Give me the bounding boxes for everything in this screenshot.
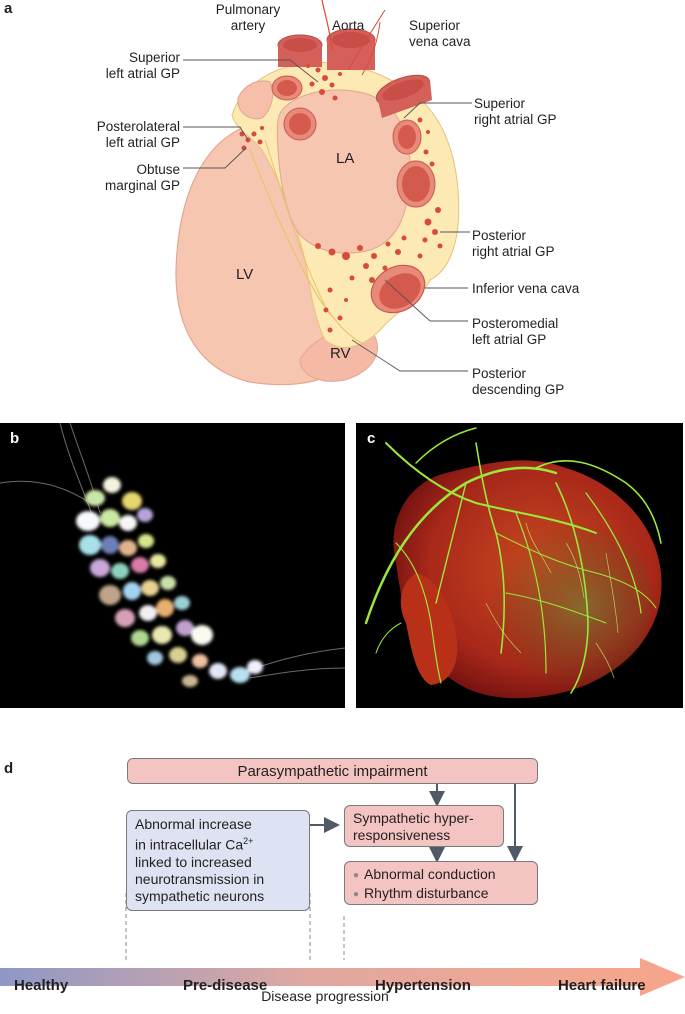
superior-left-atrial-gp-label: Superior left atrial GP bbox=[105, 50, 180, 81]
panel-letter-d: d bbox=[4, 760, 14, 777]
disease-progression-label: Disease progression bbox=[261, 988, 389, 1004]
la-label: LA bbox=[336, 150, 355, 167]
sympathetic-hyperresponsiveness-box: Sympathetic hyper- responsiveness bbox=[344, 805, 504, 847]
stage-heart-failure: Heart failure bbox=[558, 977, 646, 994]
conduction-box: Abnormal conduction Rhythm disturbance bbox=[344, 861, 538, 905]
rhythm-disturbance-item: Rhythm disturbance bbox=[353, 885, 529, 904]
parasympathetic-impairment-box: Parasympathetic impairment bbox=[127, 758, 538, 784]
posterior-right-atrial-gp-label: Posterior right atrial GP bbox=[472, 228, 555, 259]
superior-right-atrial-gp-label: Superior right atrial GP bbox=[474, 96, 557, 127]
rv-label: RV bbox=[330, 345, 351, 362]
flowchart-connectors bbox=[125, 783, 523, 960]
posterolateral-left-atrial-gp-label: Posterolateral left atrial GP bbox=[96, 119, 180, 150]
inferior-vena-cava-label: Inferior vena cava bbox=[472, 281, 580, 296]
disease-progression-arrow bbox=[0, 958, 685, 996]
stage-pre-disease: Pre-disease bbox=[183, 977, 268, 994]
pulmonary-artery-label: Pulmonary artery bbox=[215, 2, 281, 33]
calcium-increase-box: Abnormal increase in intracellular Ca2+ … bbox=[126, 810, 310, 911]
panel-letter-b: b bbox=[10, 430, 20, 447]
obtuse-marginal-gp-label: Obtuse marginal GP bbox=[104, 162, 180, 193]
heart-innervation-image bbox=[356, 423, 683, 708]
panel-letter-c: c bbox=[367, 430, 376, 447]
superior-vena-cava-label: Superior vena cava bbox=[409, 18, 471, 49]
posteromedial-left-atrial-gp-label: Posteromedial left atrial GP bbox=[472, 316, 559, 347]
stage-hypertension: Hypertension bbox=[375, 977, 471, 994]
abnormal-conduction-item: Abnormal conduction bbox=[353, 866, 529, 885]
stage-healthy: Healthy bbox=[14, 977, 69, 994]
panel-letter-a: a bbox=[4, 0, 13, 17]
posterior-descending-gp-label: Posterior descending GP bbox=[472, 366, 565, 397]
heart-diagram bbox=[175, 0, 472, 386]
atrial-appendage-shape bbox=[237, 80, 274, 120]
ganglion-micrograph bbox=[0, 423, 345, 708]
aorta-label: Aorta bbox=[332, 18, 365, 33]
lv-label: LV bbox=[236, 266, 254, 283]
